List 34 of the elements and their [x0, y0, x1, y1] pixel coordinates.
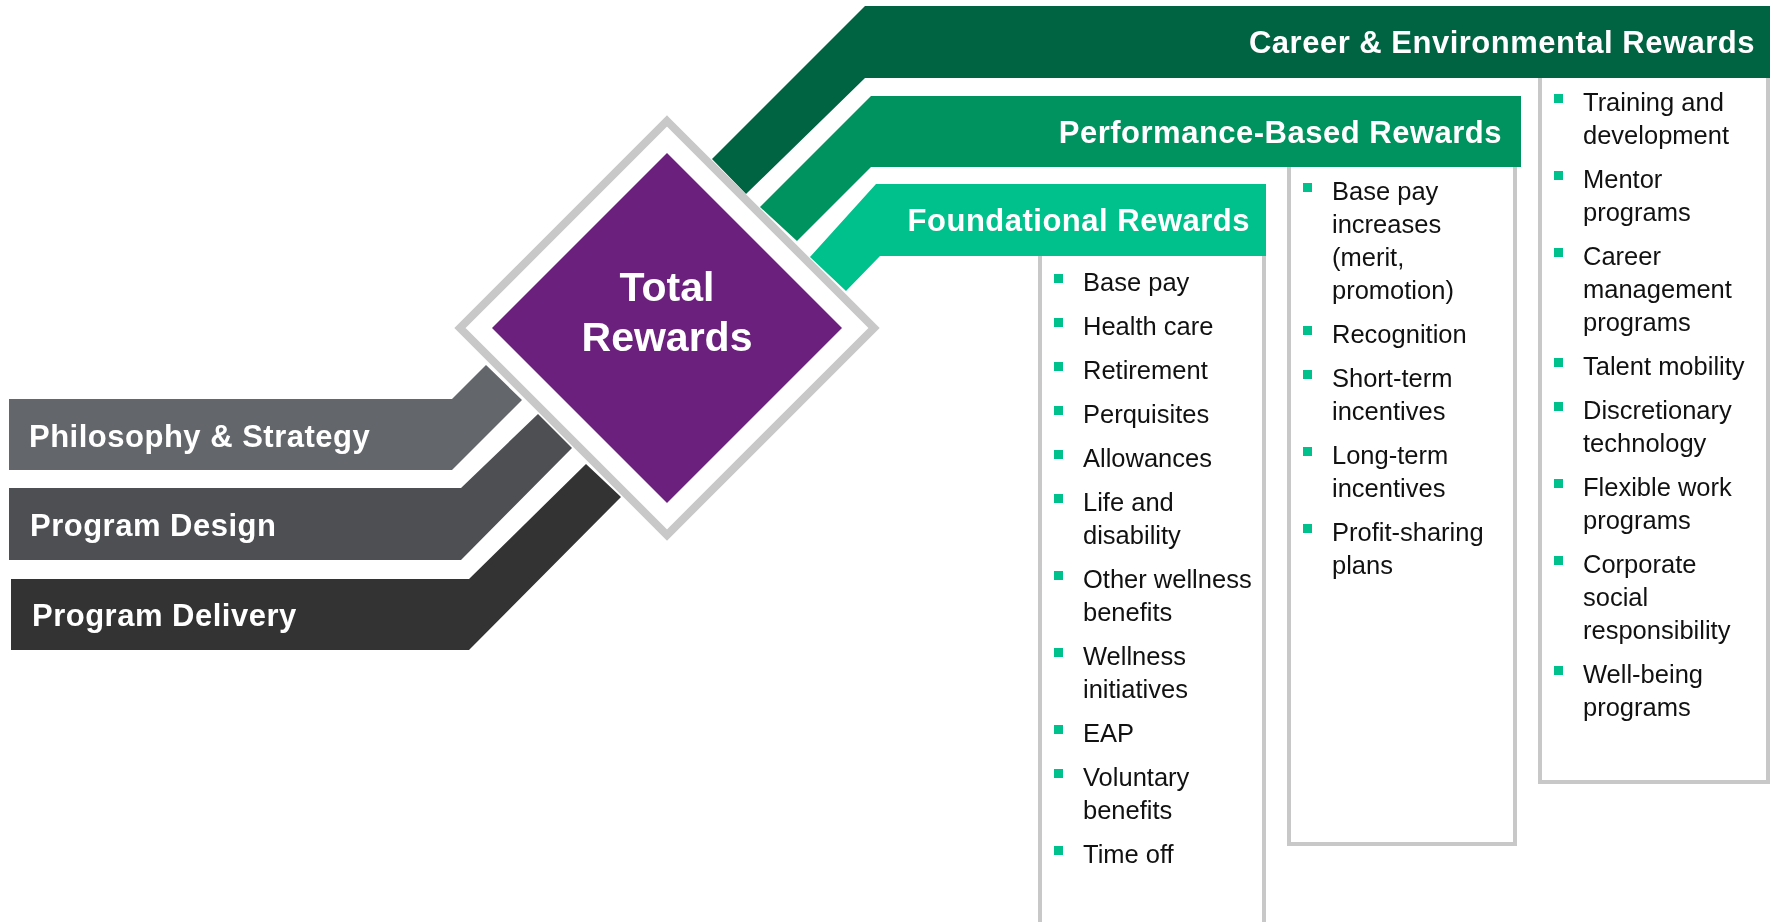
list-item: Training and development — [1583, 87, 1730, 151]
list-item: Time off — [1083, 839, 1174, 870]
banner-title: Philosophy & Strategy — [29, 420, 371, 452]
list-item: Flexible work programs — [1583, 472, 1733, 536]
list-panel — [1287, 167, 1517, 846]
list-item: Mentor programs — [1583, 164, 1692, 228]
list-item: Well-being programs — [1583, 659, 1704, 723]
list-item: Life and disability — [1083, 487, 1182, 551]
list-item: Wellness initiatives — [1083, 641, 1189, 705]
banner-title: Program Design — [30, 509, 277, 541]
banner-title: Performance-Based Rewards — [1058, 116, 1502, 148]
list-item: Short-term incentives — [1332, 363, 1454, 427]
list-panel — [1538, 78, 1770, 784]
list-item: Base pay increases (merit, promotion) — [1332, 176, 1455, 306]
list-item: Profit-sharing plans — [1332, 517, 1485, 581]
banner-title: Foundational Rewards — [907, 204, 1250, 236]
list-item: Corporate social responsibility — [1583, 549, 1732, 646]
list-item: Talent mobility — [1583, 351, 1745, 382]
list-item: EAP — [1083, 718, 1135, 749]
list-item: Retirement — [1083, 355, 1208, 386]
list-item: Health care — [1083, 311, 1214, 342]
list-item: Discretionary technology — [1583, 395, 1733, 459]
list-item: Voluntary benefits — [1083, 762, 1191, 826]
list-panel — [1038, 256, 1266, 922]
list-item: Perquisites — [1083, 399, 1210, 430]
diamond-title: Total Rewards — [580, 263, 754, 362]
list-item: Allowances — [1083, 443, 1212, 474]
banner-title: Career & Environmental Rewards — [1249, 26, 1755, 58]
list-item: Long-term incentives — [1332, 440, 1450, 504]
list-item: Recognition — [1332, 319, 1467, 350]
list-item: Career management programs — [1583, 241, 1733, 338]
banner-title: Program Delivery — [32, 599, 297, 631]
list-item: Base pay — [1083, 267, 1190, 298]
list-item: Other wellness benefits — [1083, 564, 1253, 628]
